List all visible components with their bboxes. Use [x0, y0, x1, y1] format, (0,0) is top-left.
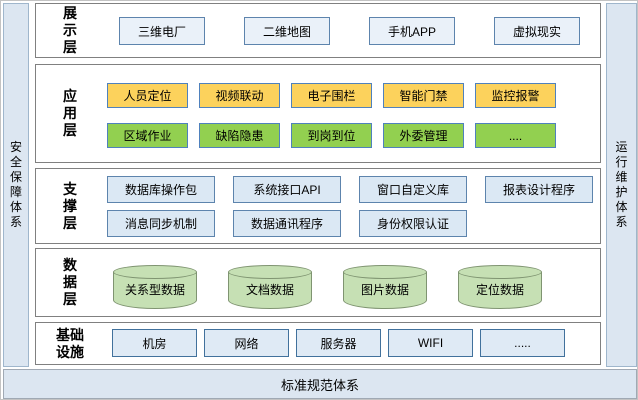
data-row: 关系型数据 文档数据 图片数据 定位数据 [113, 265, 542, 309]
security-assurance-label: 安全保障体系 [9, 140, 22, 229]
layer-application-label: 应用层 [63, 88, 77, 138]
application-box: .... [475, 123, 556, 148]
operation-maintenance-label: 运行维护体系 [615, 140, 628, 229]
layer-data: 数据层 关系型数据 文档数据 图片数据 定位数据 [35, 248, 601, 317]
support-box: 数据通讯程序 [233, 210, 341, 237]
infrastructure-box: ..... [480, 329, 565, 357]
layer-presentation: 展示层 三维电厂 二维地图 手机APP 虚拟现实 [35, 3, 601, 58]
layer-support: 支撑层 数据库操作包 系统接口API 窗口自定义库 报表设计程序 消息同步机制 … [35, 168, 601, 244]
presentation-box: 二维地图 [244, 17, 330, 45]
application-box: 电子围栏 [291, 83, 372, 108]
layer-infrastructure: 基础设施 机房 网络 服务器 WIFI ..... [35, 322, 601, 365]
cylinder-top [113, 265, 197, 279]
database-cylinder: 文档数据 [228, 265, 312, 309]
database-label: 关系型数据 [124, 283, 185, 297]
support-box: 系统接口API [233, 176, 341, 203]
infrastructure-row: 机房 网络 服务器 WIFI ..... [112, 329, 565, 357]
application-box: 人员定位 [107, 83, 188, 108]
database-cylinder: 图片数据 [343, 265, 427, 309]
application-box: 外委管理 [383, 123, 464, 148]
application-row-green: 区域作业 缺陷隐患 到岗到位 外委管理 .... [107, 123, 556, 148]
operation-maintenance-bar: 运行维护体系 [606, 3, 637, 367]
layer-support-label: 支撑层 [63, 180, 77, 231]
support-row-1: 数据库操作包 系统接口API 窗口自定义库 报表设计程序 [107, 176, 593, 203]
infrastructure-box: 网络 [204, 329, 289, 357]
support-box: 消息同步机制 [107, 210, 215, 237]
database-cylinder: 定位数据 [458, 265, 542, 309]
support-row-2: 消息同步机制 数据通讯程序 身份权限认证 [107, 210, 467, 237]
cylinder-top [458, 265, 542, 279]
standards-specification-label: 标准规范体系 [280, 377, 359, 393]
layer-presentation-label: 展示层 [63, 5, 77, 55]
support-box: 身份权限认证 [359, 210, 467, 237]
presentation-row: 三维电厂 二维地图 手机APP 虚拟现实 [119, 17, 580, 45]
cylinder-top [228, 265, 312, 279]
standards-specification-bar: 标准规范体系 [3, 369, 637, 399]
support-box: 数据库操作包 [107, 176, 215, 203]
support-box: 报表设计程序 [485, 176, 593, 203]
application-box: 视频联动 [199, 83, 280, 108]
layer-infrastructure-label: 基础设施 [56, 326, 84, 360]
database-cylinder: 关系型数据 [113, 265, 197, 309]
infrastructure-box: WIFI [388, 329, 473, 357]
presentation-box: 手机APP [369, 17, 455, 45]
cylinder-top [343, 265, 427, 279]
security-assurance-bar: 安全保障体系 [3, 3, 29, 367]
database-label: 图片数据 [360, 283, 409, 297]
layer-application: 应用层 人员定位 视频联动 电子围栏 智能门禁 监控报警 区域作业 缺陷隐患 到… [35, 64, 601, 163]
support-box: 窗口自定义库 [359, 176, 467, 203]
infrastructure-box: 机房 [112, 329, 197, 357]
application-box: 监控报警 [475, 83, 556, 108]
application-box: 区域作业 [107, 123, 188, 148]
layer-data-label: 数据层 [63, 257, 77, 307]
application-box: 到岗到位 [291, 123, 372, 148]
database-label: 文档数据 [245, 283, 294, 297]
presentation-box: 三维电厂 [119, 17, 205, 45]
presentation-box: 虚拟现实 [494, 17, 580, 45]
application-box: 缺陷隐患 [199, 123, 280, 148]
application-box: 智能门禁 [383, 83, 464, 108]
application-row-yellow: 人员定位 视频联动 电子围栏 智能门禁 监控报警 [107, 83, 556, 108]
infrastructure-box: 服务器 [296, 329, 381, 357]
database-label: 定位数据 [475, 283, 524, 297]
